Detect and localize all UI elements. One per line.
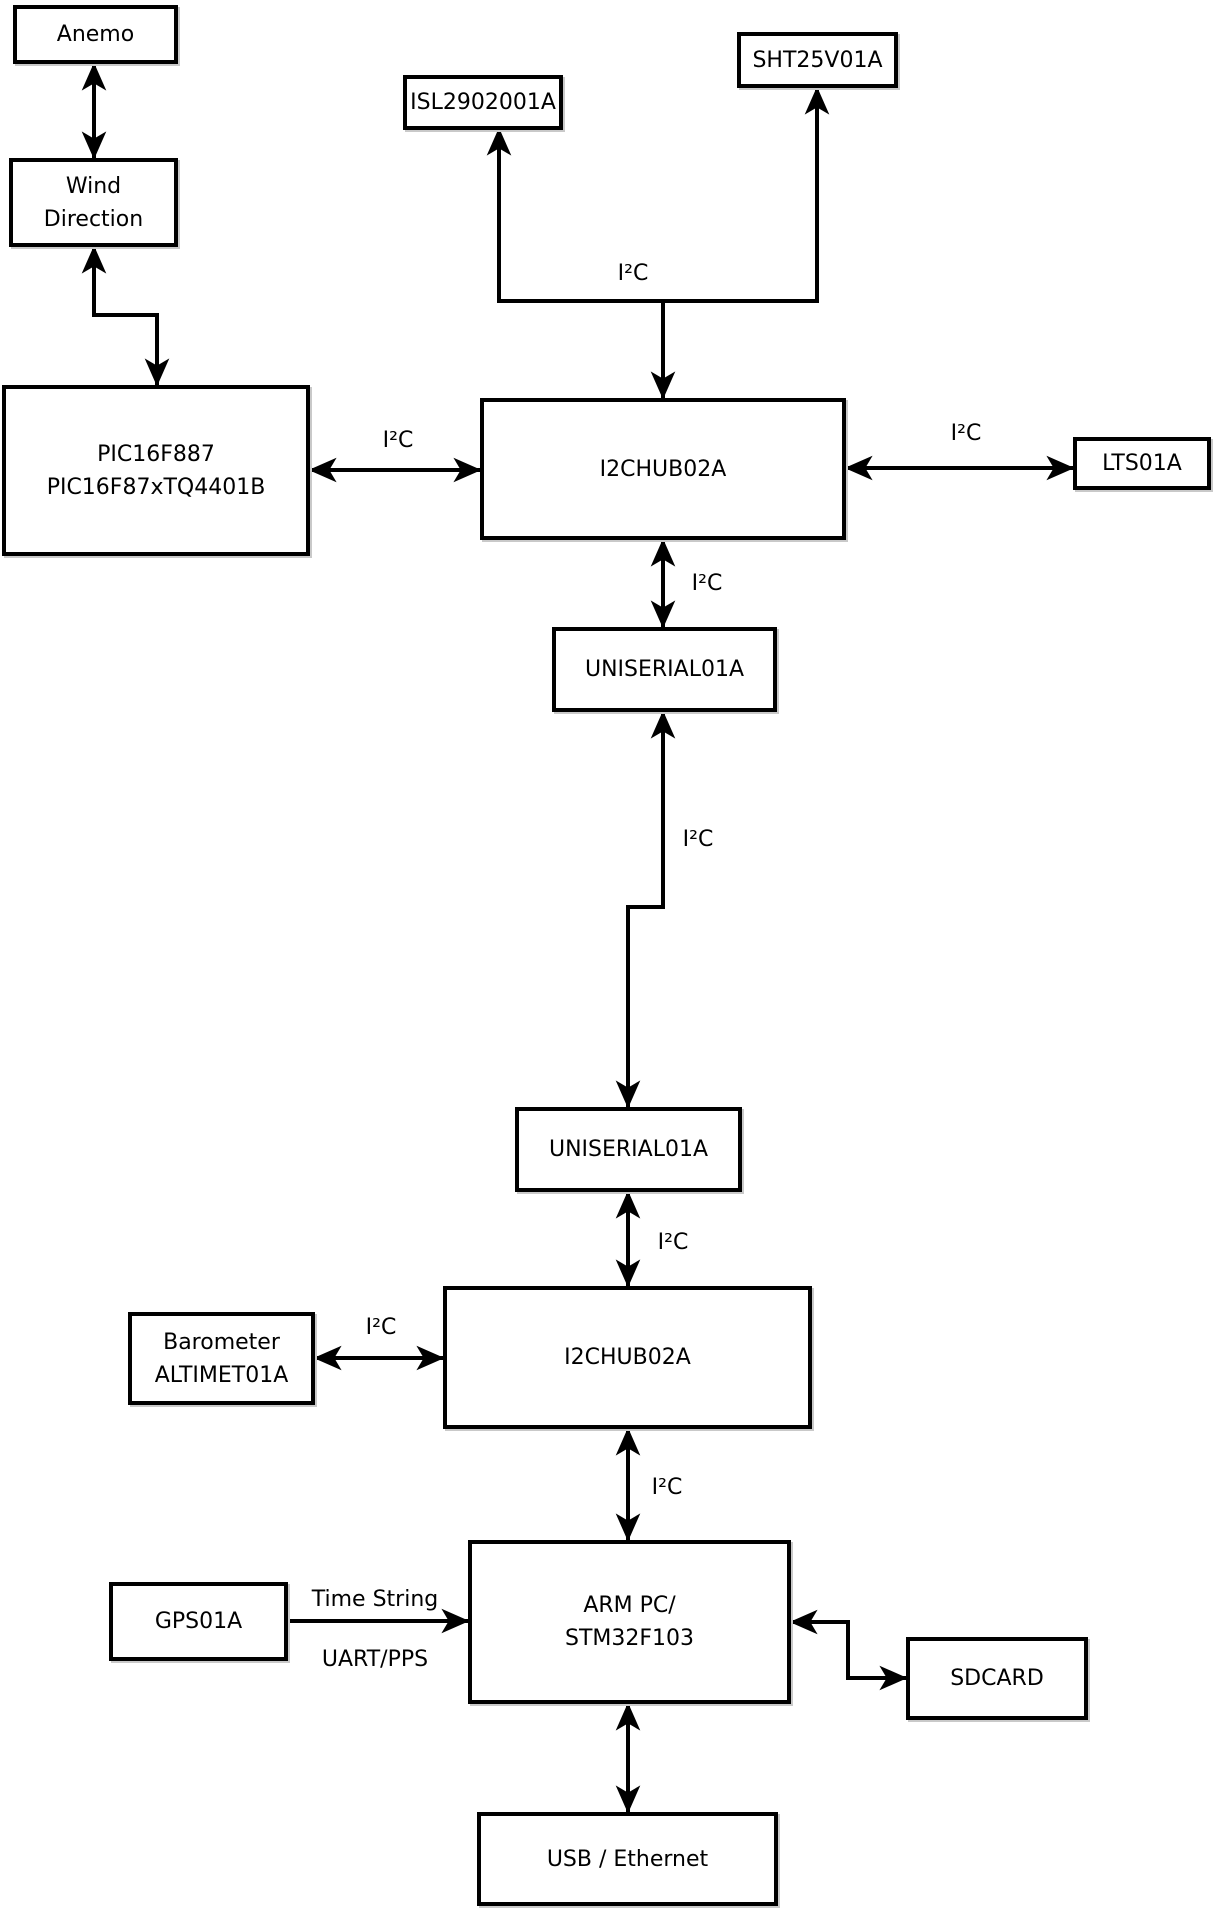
node-gps01a: GPS01A [109, 1582, 288, 1661]
node-usb-ethernet: USB / Ethernet [477, 1812, 778, 1906]
node-label-line: ISL2902001A [410, 90, 556, 115]
label-i2c-hub-arm: I²C [652, 1475, 683, 1500]
edge-label-group: I²C I²C I²C I²C I²C I²C I²C I²C Time StringUART/… [311, 261, 982, 1672]
node-sdcard: SDCARD [906, 1637, 1088, 1720]
node-label-line: I2CHUB02A [599, 456, 727, 482]
node-label-line: LTS01A [1102, 451, 1182, 476]
node-lts01a: LTS01A [1073, 437, 1211, 490]
label-i2c-sensor-bus: I²C [618, 261, 649, 286]
node-label-line: PIC16F87xTQ4401B [46, 474, 266, 500]
node-uniserial01a-lower: UNISERIAL01A [515, 1107, 742, 1192]
node-uniserial01a-upper: UNISERIAL01A [552, 627, 777, 712]
edge-uniserial1-uniserial2 [615, 710, 676, 1109]
node-label-line: Anemo [56, 22, 135, 47]
node-label-line: SHT25V01A [752, 47, 883, 73]
node-label-line: Direction [43, 206, 144, 232]
node-label-line: ARM PC/ [583, 1593, 676, 1618]
label-i2c-uniserial2-hub: I²C [658, 1230, 689, 1255]
node-sht25v01a: SHT25V01A [737, 32, 898, 88]
node-arm-pc-stm32f103: ARM PC/STM32F103 [468, 1540, 791, 1704]
label-i2c-pic-hub: I²C [383, 428, 414, 453]
node-label-line: Barometer [163, 1329, 280, 1355]
node-label-line: SDCARD [950, 1666, 1044, 1691]
label-i2c-uniserial-link: I²C [683, 827, 714, 852]
node-label-line: ALTIMET01A [154, 1362, 289, 1388]
node-label-line: GPS01A [154, 1609, 243, 1634]
label-i2c-baro-hub: I²C [366, 1315, 397, 1340]
edge-winddirection-pic16f887 [81, 245, 170, 387]
node-label-line: UNISERIAL01A [584, 657, 745, 682]
label-i2c-hub-uniserial1: I²C [692, 571, 723, 596]
label-uart-pps: UART/PPS [322, 1647, 428, 1672]
node-i2chub02a-top: I2CHUB02A [480, 398, 846, 540]
node-label-line: I2CHUB02A [564, 1345, 691, 1370]
label-time-string: Time String [311, 1587, 439, 1612]
edge-group [81, 62, 1075, 1814]
node-label-line: STM32F103 [564, 1626, 695, 1651]
node-label-line: USB / Ethernet [546, 1846, 709, 1872]
node-isl2902001a: ISL2902001A [403, 75, 563, 130]
node-i2chub02a-bottom: I2CHUB02A [443, 1286, 812, 1429]
edge-armpc-sdcard [789, 1609, 908, 1691]
node-label-line: Wind [65, 173, 122, 199]
label-i2c-hub-lts: I²C [951, 421, 982, 446]
node-anemo: Anemo [13, 5, 178, 64]
edge-isl-bus-sht [486, 86, 830, 303]
node-label-line: PIC16F887 [97, 441, 215, 467]
node-label-line: UNISERIAL01A [548, 1137, 709, 1162]
